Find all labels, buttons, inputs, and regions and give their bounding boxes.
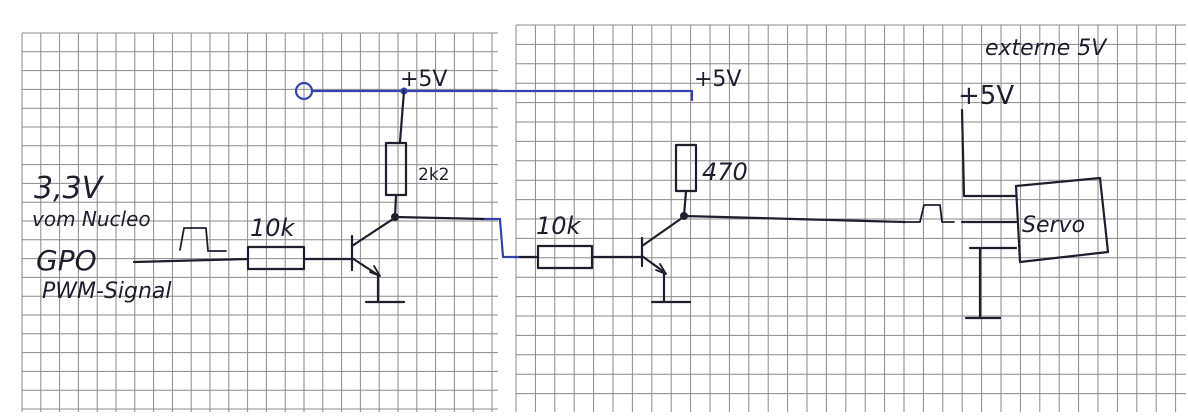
left-supply-label: +5V	[400, 67, 447, 92]
right-pwm-pulse-icon	[904, 204, 955, 223]
right-base-resistor-label: 10k	[536, 212, 582, 240]
right-rc-bottom-wire	[682, 189, 688, 218]
right-collector-resistor	[674, 143, 698, 193]
right-transistor-collector	[640, 216, 684, 248]
input-source-label: vom Nucleo	[32, 207, 151, 231]
left-ground-symbol	[364, 273, 406, 304]
right-supply-label: +5V	[694, 67, 741, 92]
left-collector-resistor-label: 2k2	[418, 165, 449, 185]
input-pin-label: GPO	[36, 244, 97, 277]
left-transistor-emitter-arrow	[369, 265, 381, 277]
servo-label: Servo	[1022, 213, 1085, 238]
right-output-wire	[682, 214, 907, 224]
input-signal-label: PWM-Signal	[42, 279, 172, 304]
right-collector-resistor-label: 470	[702, 158, 748, 186]
input-voltage-label: 3,3V	[34, 171, 105, 206]
left-collector-resistor	[384, 141, 408, 197]
grid-paper-right	[515, 24, 1186, 412]
left-output-wire	[393, 215, 487, 221]
sheet-gap	[500, 0, 514, 417]
left-base-resistor-label: 10k	[250, 214, 296, 242]
grid-paper-left	[21, 32, 498, 412]
left-transistor-collector	[350, 217, 395, 248]
left-input-wire	[132, 257, 250, 264]
servo-supply-label: +5V	[958, 81, 1014, 111]
blue-signal-bridge-wire	[483, 217, 522, 259]
servo-ground-wire	[964, 246, 1018, 320]
right-transistor-emitter-arrow	[655, 263, 667, 275]
right-ground-symbol	[650, 270, 692, 304]
left-rc-top-wire	[398, 89, 406, 144]
external-supply-label: externe 5V	[985, 36, 1108, 61]
servo-box	[1014, 176, 1110, 264]
right-transistor-emitter	[640, 254, 666, 274]
left-base-resistor	[246, 245, 306, 271]
right-base-resistor	[536, 244, 594, 270]
left-transistor-emitter	[350, 256, 380, 277]
left-pwm-pulse-icon	[179, 227, 227, 252]
blue-5v-link-wire	[310, 89, 694, 102]
servo-supply-wire	[960, 108, 1018, 198]
